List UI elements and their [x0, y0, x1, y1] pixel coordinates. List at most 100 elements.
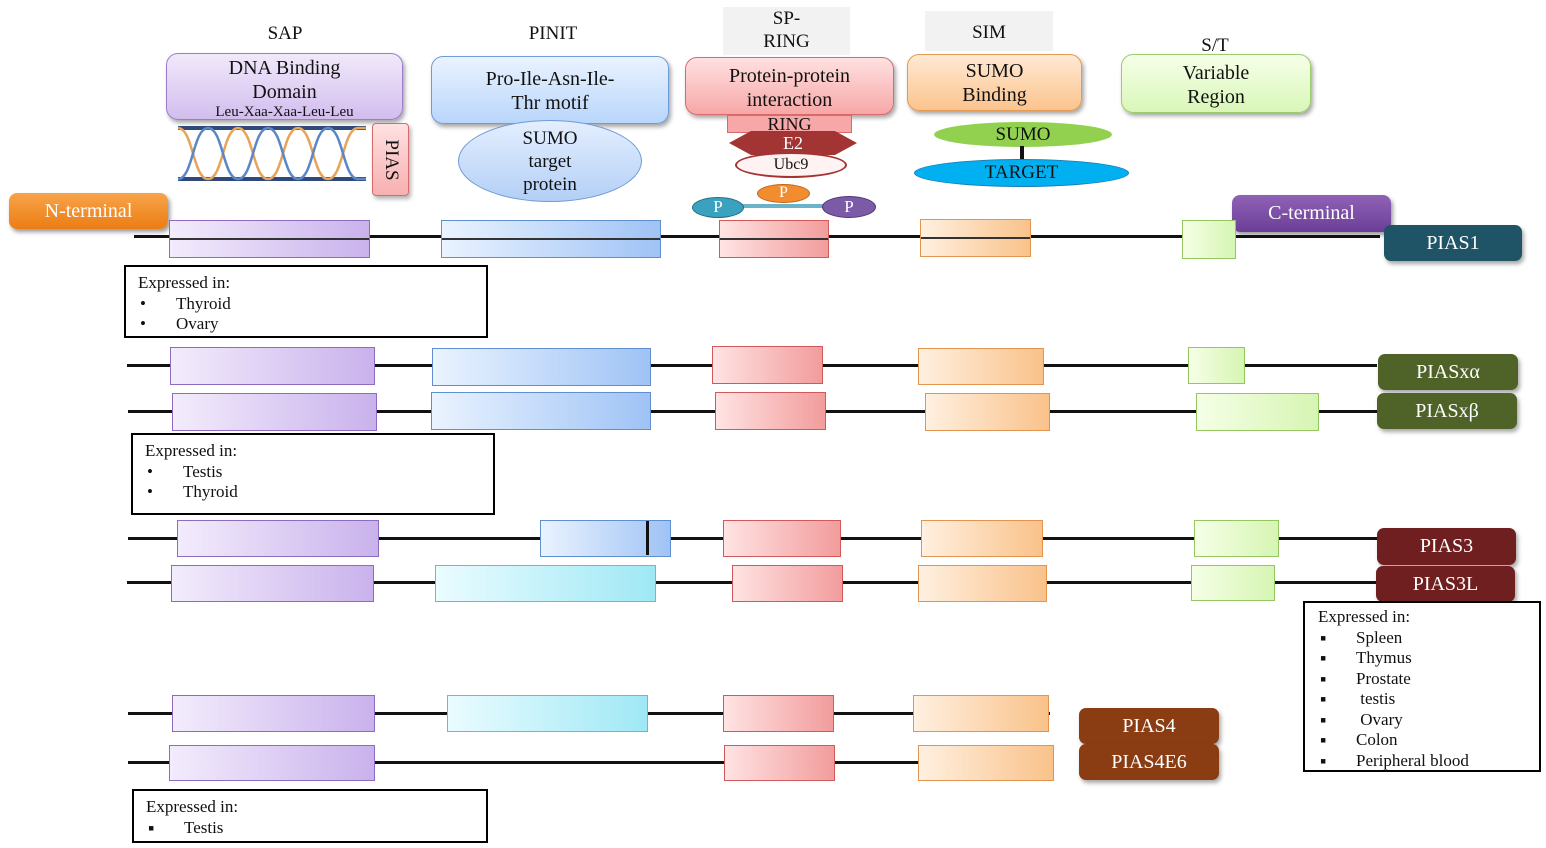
pias4-expression-box: Expressed in: Testis [132, 789, 488, 843]
phospho-site-purple: P [822, 196, 876, 218]
piasxb-st-domain [1196, 393, 1319, 431]
piasxa-label: PIASxα [1378, 354, 1518, 390]
n-terminal-label: N-terminal [9, 193, 168, 229]
pias3-label: PIAS3 [1377, 528, 1516, 565]
sumo-target-line1: SUMO [522, 128, 578, 149]
target-ellipse: TARGET [914, 159, 1129, 187]
pias1-pinit-domain [441, 220, 661, 258]
piasxa-ring-domain [712, 346, 823, 384]
header-pinit: PINIT [528, 23, 578, 44]
phospho-site-teal: P [692, 197, 744, 218]
list-item: Testis [145, 462, 493, 483]
list-item: Colon [1318, 730, 1539, 751]
pinit-line1: Pro-Ile-Asn-Ile- [485, 68, 615, 90]
list-item: Prostate [1318, 669, 1539, 690]
phospho-bar [712, 204, 848, 208]
pias1-ring-domain [719, 220, 829, 258]
pias4-sap-domain [172, 695, 375, 732]
header-sp-ring-line1: SP- [772, 8, 801, 29]
pias4e6-sim-domain [918, 745, 1054, 781]
sumo-ellipse: SUMO [934, 122, 1112, 147]
c-terminal-label: C-terminal [1232, 195, 1391, 232]
pias4-ring-domain [723, 695, 834, 732]
pias4-label: PIAS4 [1079, 708, 1219, 744]
piasxb-sim-domain [925, 393, 1050, 431]
pias-tag: PIAS [372, 123, 409, 196]
e2-diamond-icon [729, 131, 857, 155]
pias4-sim-domain [913, 695, 1049, 732]
header-sap: SAP [267, 23, 303, 44]
piasxa-pinit-domain [432, 348, 651, 386]
sim-callout: SUMO Binding [907, 54, 1082, 111]
pias1-label: PIAS1 [1384, 225, 1522, 261]
piasx-expression-box: Expressed in: Testis Thyroid [131, 433, 495, 515]
list-item: Thyroid [145, 482, 493, 503]
pias3-pinit-domain [540, 520, 671, 557]
pias3l-pinit-domain [435, 565, 656, 602]
e2-label: E2 [783, 133, 803, 153]
sumo-target-link [1020, 146, 1024, 162]
pias-tag-label: PIAS [380, 138, 402, 181]
list-item: Thyroid [138, 294, 486, 315]
pias3l-sap-domain [171, 565, 374, 602]
list-item: testis [1318, 689, 1539, 710]
piasxb-sap-domain [172, 393, 377, 431]
list-item: Thymus [1318, 648, 1539, 669]
phospho-site-orange: P [757, 184, 810, 203]
pias3l-label: PIAS3L [1376, 566, 1515, 602]
dna-binding-motif: Leu-Xaa-Xaa-Leu-Leu [215, 104, 354, 120]
st-line1: Variable [1182, 62, 1250, 84]
pias1-expression-title: Expressed in: [138, 273, 231, 292]
pias4-pinit-domain [447, 695, 648, 732]
ring-bar: RING [727, 115, 852, 133]
pias4e6-label: PIAS4E6 [1079, 744, 1219, 780]
piasxa-sap-domain [170, 347, 375, 385]
sumo-target-line3: protein [523, 174, 577, 195]
pias3l-ring-domain [732, 565, 843, 602]
pias3-sap-domain [177, 520, 379, 557]
sim-line2: Binding [962, 84, 1027, 106]
list-item: Ovary [138, 314, 486, 335]
header-sim: SIM [925, 11, 1053, 51]
pias3-st-domain [1194, 520, 1279, 557]
piasxb-ring-domain [715, 392, 826, 430]
ring-callout: Protein-protein interaction [685, 57, 894, 115]
piasxa-st-domain [1188, 347, 1245, 384]
piasx-expression-title: Expressed in: [145, 441, 238, 460]
pias1-sim-domain [920, 219, 1031, 257]
ring-line1: Protein-protein [728, 65, 851, 87]
pias3-expression-box: Expressed in: Spleen Thymus Prostate tes… [1303, 601, 1541, 772]
list-item: Ovary [1318, 710, 1539, 731]
pias3l-sim-domain [918, 565, 1047, 602]
list-item: Spleen [1318, 628, 1539, 649]
header-sp-ring: SP- RING [723, 7, 850, 55]
pinit-line2: Thr motif [511, 92, 589, 114]
st-line2: Region [1187, 86, 1245, 108]
pias3-ring-domain [723, 520, 841, 557]
pias4-expression-title: Expressed in: [146, 797, 239, 816]
piasxb-label: PIASxβ [1377, 393, 1517, 429]
sim-line1: SUMO [965, 60, 1024, 82]
header-st: S/T [1201, 35, 1229, 56]
pias3-sim-domain [921, 520, 1043, 557]
ring-line2: interaction [746, 89, 833, 111]
pias4e6-backbone [128, 761, 1054, 764]
pias4e6-ring-domain [724, 745, 835, 781]
pias4e6-sap-domain [169, 745, 375, 781]
st-callout: Variable Region [1121, 54, 1311, 113]
dna-binding-callout: DNA Binding Domain Leu-Xaa-Xaa-Leu-Leu [166, 53, 403, 120]
pias1-st-domain [1182, 220, 1236, 259]
piasxb-pinit-domain [431, 392, 651, 430]
pias1-expression-box: Expressed in: Thyroid Ovary [124, 265, 488, 338]
dna-binding-line2: Domain [252, 81, 317, 103]
piasxa-sim-domain [918, 348, 1044, 385]
pias3-expression-title: Expressed in: [1318, 607, 1411, 626]
dna-helix-icon [177, 126, 366, 181]
header-sp-ring-line2: RING [763, 31, 810, 52]
ubc9-ellipse: Ubc9 [735, 152, 847, 178]
sumo-target-line2: target [528, 151, 572, 172]
pias3l-st-domain [1191, 565, 1275, 601]
sumo-target-protein: SUMO target protein [458, 120, 642, 202]
dna-binding-line1: DNA Binding [228, 57, 341, 79]
pinit-callout: Pro-Ile-Asn-Ile- Thr motif [431, 56, 669, 124]
